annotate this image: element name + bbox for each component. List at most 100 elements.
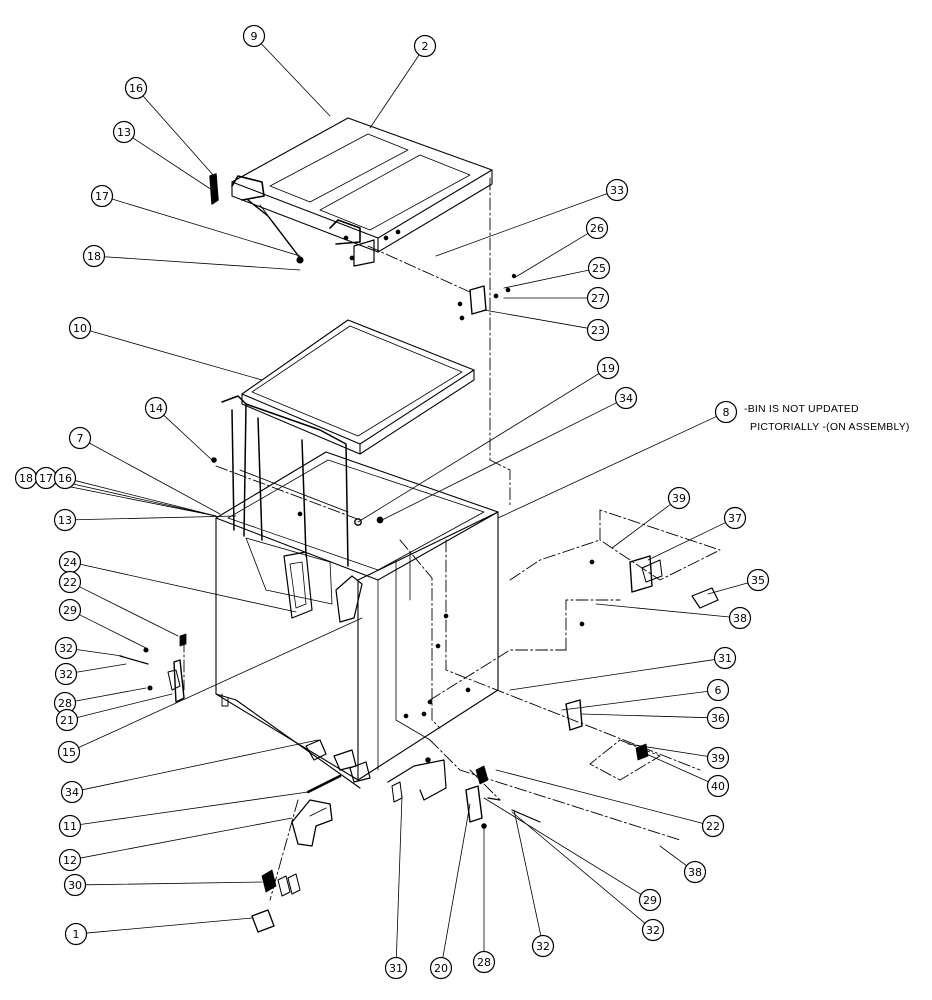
callout-number: 7	[77, 432, 84, 445]
callout-circle	[472, 950, 496, 974]
callout-number: 35	[751, 574, 765, 587]
callout-circle	[54, 636, 78, 660]
callout-number: 9	[251, 30, 258, 43]
callout-circle	[586, 286, 610, 310]
callout-39: 39	[706, 746, 730, 770]
lower-right-hardware	[465, 765, 541, 829]
callout-leader-22	[495, 769, 704, 824]
callout-number: 26	[590, 222, 604, 235]
callout-circle	[68, 426, 92, 450]
callout-leader-34	[81, 739, 319, 791]
callout-13: 13	[112, 120, 136, 144]
callout-number: 32	[59, 668, 73, 681]
callout-29: 29	[638, 888, 662, 912]
callout-9: 9	[242, 24, 266, 48]
callout-36: 36	[706, 706, 730, 730]
callout-circle	[746, 568, 770, 592]
callout-leader-1	[86, 917, 253, 934]
callout-number: 15	[62, 746, 76, 759]
callout-number: 31	[389, 962, 403, 975]
callout-circle	[667, 486, 691, 510]
callout-number: 24	[63, 556, 77, 569]
callout-number: 22	[706, 820, 720, 833]
callout-leader-30	[85, 881, 263, 886]
callout-circle	[68, 316, 92, 340]
callout-circle	[586, 318, 610, 342]
callout-circle	[58, 570, 82, 594]
callout-circle	[144, 396, 168, 420]
callout-leader-28	[74, 687, 147, 702]
callout-number: 12	[63, 854, 77, 867]
hinge-right	[457, 273, 517, 321]
lid-assembly	[209, 117, 493, 267]
callout-circle	[112, 120, 136, 144]
callout-16: 16	[124, 76, 148, 100]
callout-leader-17	[55, 479, 217, 517]
callout-13: 13	[53, 508, 77, 532]
callout-2: 2	[413, 34, 437, 58]
callout-31: 31	[384, 956, 408, 980]
callout-17: 17	[34, 466, 58, 490]
callout-circle	[58, 848, 82, 872]
callout-number: 13	[58, 514, 72, 527]
callout-circle	[55, 708, 79, 732]
callout-leader-32	[75, 649, 123, 657]
callout-circle	[701, 814, 725, 838]
callout-number: 32	[59, 642, 73, 655]
callout-leader-13	[75, 515, 237, 521]
tray-part-10	[241, 319, 475, 455]
callout-32: 32	[641, 918, 665, 942]
callout-circle	[585, 216, 609, 240]
callout-22: 22	[58, 570, 82, 594]
callout-number: 23	[591, 324, 605, 337]
callout-leader-39	[627, 743, 709, 757]
callout-leader-12	[79, 817, 293, 859]
callout-number: 6	[715, 684, 722, 697]
callout-leader-36	[581, 713, 708, 719]
callout-circle	[413, 34, 437, 58]
callout-number: 38	[688, 866, 702, 879]
callout-number: 39	[711, 752, 725, 765]
callout-leader-9	[260, 43, 331, 117]
callout-circle	[683, 860, 707, 884]
callout-11: 11	[58, 814, 82, 838]
callout-circle	[53, 508, 77, 532]
callout-35: 35	[746, 568, 770, 592]
callout-29: 29	[58, 598, 82, 622]
callout-number: 20	[434, 962, 448, 975]
callout-19: 19	[596, 356, 620, 380]
callout-14: 14	[144, 396, 168, 420]
callout-22: 22	[701, 814, 725, 838]
callout-number: 36	[711, 712, 725, 725]
callout-circle	[531, 934, 555, 958]
note-line-1: -BIN IS NOT UPDATED	[744, 403, 859, 415]
callout-circle	[638, 888, 662, 912]
callout-number: 19	[601, 362, 615, 375]
callout-leader-18	[104, 256, 301, 271]
callout-circle	[596, 356, 620, 380]
right-side-parts	[565, 555, 719, 761]
callout-37: 37	[723, 506, 747, 530]
callout-7: 7	[68, 426, 92, 450]
callout-number: 38	[733, 612, 747, 625]
callout-18: 18	[14, 466, 38, 490]
callout-leader-38	[595, 603, 730, 618]
callout-number: 21	[60, 714, 74, 727]
callout-leader-2	[369, 54, 420, 129]
callout-leader-40	[641, 751, 709, 783]
callout-leader-7	[88, 442, 221, 515]
callout-number: 29	[643, 894, 657, 907]
callout-leader-17	[111, 198, 301, 257]
callout-circle	[124, 76, 148, 100]
callout-leader-25	[503, 269, 590, 289]
callout-leader-13	[132, 137, 213, 191]
callout-number: 28	[58, 697, 72, 710]
callout-number: 16	[58, 472, 72, 485]
callout-number: 17	[95, 190, 109, 203]
callout-leader-20	[442, 803, 471, 959]
callout-number: 39	[672, 492, 686, 505]
lower-left-hardware	[119, 633, 187, 703]
callout-number: 27	[591, 292, 605, 305]
